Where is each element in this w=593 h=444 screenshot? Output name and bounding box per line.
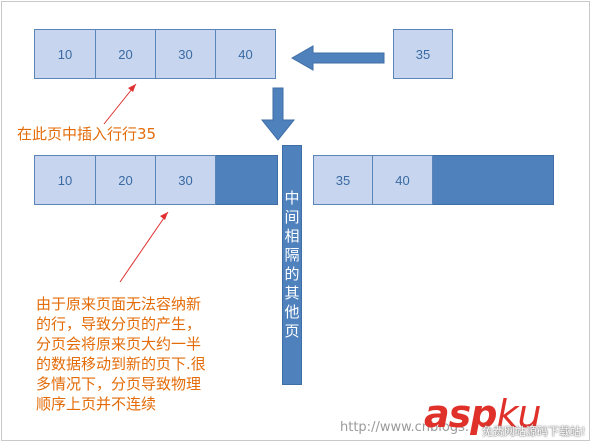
middle-label-char: 页 (284, 322, 300, 340)
bottom-left-cell: 30 (156, 155, 216, 205)
top-page-cell: 30 (156, 29, 216, 79)
insert-pointer-head-icon (128, 84, 136, 92)
watermark-logo-a: asp (424, 392, 497, 436)
watermark-url: http://www.cnblogs. (340, 420, 470, 435)
split-pointer-line (119, 211, 169, 283)
middle-label-char: 相 (284, 227, 300, 245)
watermark-logo-b: ku (496, 392, 541, 436)
bottom-right-cell: 35 (313, 155, 373, 205)
bottom-right-cell-empty (433, 155, 554, 205)
watermark-subtitle: 免费网站源码下载站! (482, 425, 586, 438)
split-note-line: 多情况下，分页导致物理 (36, 375, 202, 393)
split-note-line: 顺序上页并不连续 (36, 395, 157, 413)
bottom-right-page: 35 40 (313, 155, 554, 205)
bottom-right-cell: 40 (373, 155, 433, 205)
split-note-line: 的数据移动到新的页下.很 (36, 355, 206, 373)
middle-pages-bar: 中 间 相 隔 的 其 他 页 (282, 145, 302, 385)
bottom-left-cell: 20 (96, 155, 156, 205)
split-note-line: 的行，导致分页的产生， (36, 315, 202, 333)
middle-label-char: 其 (284, 284, 300, 302)
insert-arrow-icon (290, 45, 385, 71)
middle-label-char: 间 (284, 208, 300, 226)
split-pointer-head-icon (160, 212, 168, 220)
bottom-left-cell: 10 (34, 155, 96, 205)
bottom-left-page: 10 20 30 (34, 155, 278, 205)
split-note: 由于原来页面无法容纳新 的行，导致分页的产生， 分页会将原来页大约一半 的数据移… (36, 294, 206, 414)
top-page: 10 20 30 40 (34, 29, 276, 79)
split-note-line: 分页会将原来页大约一半 (36, 335, 202, 353)
top-page-cell: 20 (96, 29, 156, 79)
insert-pointer-line (103, 83, 137, 125)
middle-label-char: 隔 (284, 246, 300, 264)
top-page-cell: 10 (34, 29, 96, 79)
new-row-box: 35 (393, 29, 453, 79)
middle-label-char: 的 (284, 265, 300, 283)
bottom-left-cell-empty (216, 155, 278, 205)
top-page-cell: 40 (216, 29, 276, 79)
middle-label-char: 他 (284, 303, 300, 321)
watermark-logo: aspku (422, 392, 592, 442)
insert-note: 在此页中插入行行35 (17, 125, 157, 143)
middle-label-char: 中 (284, 189, 300, 207)
split-arrow-icon (260, 87, 296, 141)
split-note-line: 由于原来页面无法容纳新 (36, 295, 202, 313)
new-row-cell: 35 (393, 29, 453, 79)
